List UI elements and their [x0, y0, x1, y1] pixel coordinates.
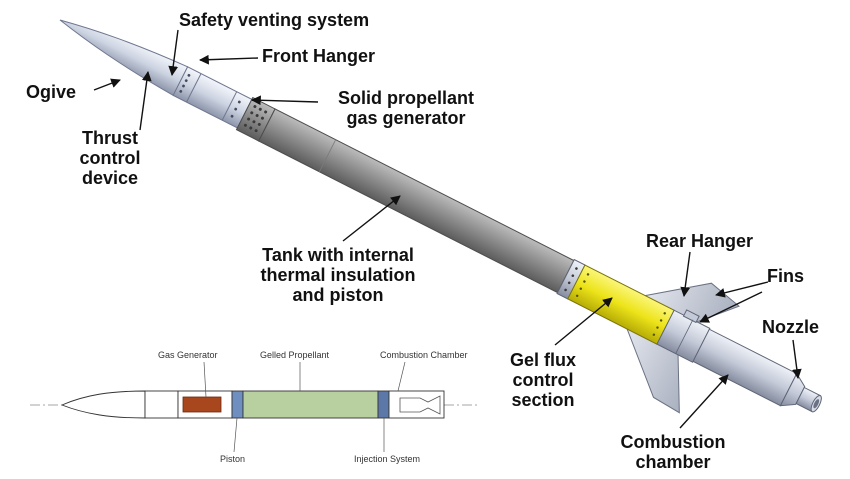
schematic-drawing: [30, 361, 480, 453]
label-solid-propellant-line2: gas generator: [346, 108, 466, 128]
label-combustion-chamber: Combustion chamber: [608, 432, 738, 472]
label-tank-line2: thermal insulation: [260, 265, 416, 285]
label-gel-line1: Gel flux: [509, 350, 576, 370]
label-tank-line1: Tank with internal: [262, 245, 414, 265]
label-solid-propellant-line1: Solid propellant: [337, 88, 474, 108]
label-thrust-control-device: Thrust control device: [64, 128, 156, 188]
label-gel-flux-control-section: Gel flux control section: [496, 350, 590, 410]
label-gel-line3: section: [511, 390, 575, 410]
label-tank: Tank with internal thermal insulation an…: [240, 245, 436, 305]
label-front-hanger: Front Hanger: [262, 46, 376, 66]
label-tank-line3: and piston: [292, 285, 384, 305]
schematic-injection-block: [377, 390, 390, 419]
schematic-label-combustion-chamber: Combustion Chamber: [380, 350, 468, 360]
schematic-label-piston: Piston: [220, 454, 246, 464]
label-ogive: Ogive: [26, 82, 77, 102]
label-nozzle: Nozzle: [762, 317, 820, 337]
label-fins: Fins: [767, 266, 805, 286]
label-thrust-line1: Thrust: [82, 128, 138, 148]
combustion-chamber-graphic: [692, 328, 798, 407]
callout-arrows: [93, 29, 802, 429]
label-safety-venting-system: Safety venting system: [179, 10, 370, 30]
schematic-combustion-chamber-box: [388, 390, 445, 419]
gel-flux-section-graphic: [567, 264, 675, 345]
label-combustion-line2: chamber: [635, 452, 711, 472]
label-gel-line2: control: [512, 370, 574, 390]
schematic-gas-generator-block: [182, 396, 222, 413]
label-solid-propellant: Solid propellant gas generator: [320, 88, 492, 128]
rocket-illustration: [59, 19, 822, 414]
label-thrust-line2: control: [79, 148, 141, 168]
schematic-label-gelled-propellant: Gelled Propellant: [260, 350, 330, 360]
schematic-gelled-propellant-block: [242, 390, 379, 419]
schematic-label-injection-system: Injection System: [354, 454, 421, 464]
label-rear-hanger: Rear Hanger: [646, 231, 754, 251]
label-thrust-line3: device: [81, 168, 139, 188]
label-combustion-line1: Combustion: [620, 432, 726, 452]
schematic-label-gas-generator: Gas Generator: [158, 350, 218, 360]
schematic-nose: [60, 390, 146, 419]
thrust-control-graphic: [172, 66, 253, 129]
schematic-piston-block: [231, 390, 244, 419]
